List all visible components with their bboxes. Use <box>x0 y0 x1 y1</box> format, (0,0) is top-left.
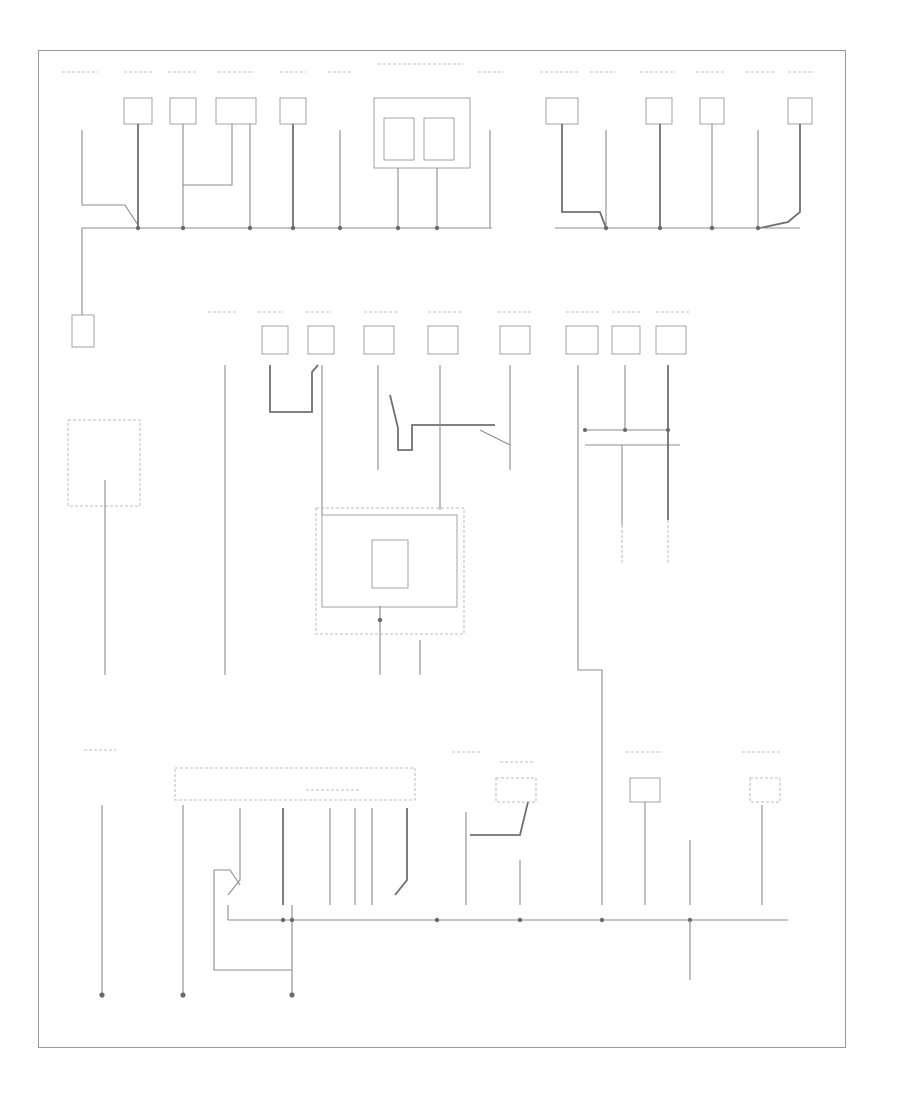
component-box <box>427 325 459 355</box>
diagram-frame <box>38 50 846 1048</box>
component-box <box>279 97 307 125</box>
component-box <box>749 777 781 803</box>
component-box <box>363 325 395 355</box>
component-box <box>495 777 537 803</box>
illegible-label-marks <box>62 63 814 791</box>
component-box <box>371 539 409 589</box>
component-box <box>565 325 599 355</box>
top-left-ground-section <box>71 97 492 348</box>
middle-section <box>67 325 687 905</box>
component-box <box>699 97 725 125</box>
component-box <box>71 314 95 348</box>
component-box <box>67 419 141 507</box>
component-box <box>169 97 197 125</box>
component-box <box>215 97 257 125</box>
bottom-section <box>99 767 788 998</box>
component-box <box>545 97 579 125</box>
component-box <box>123 97 153 125</box>
component-box <box>787 97 813 125</box>
component-box <box>315 507 465 635</box>
component-box <box>629 777 661 803</box>
component-box <box>383 117 415 161</box>
component-box <box>611 325 641 355</box>
component-box <box>423 117 455 161</box>
top-right-ground-section <box>545 97 813 231</box>
component-box <box>645 97 673 125</box>
component-box <box>499 325 531 355</box>
component-box <box>261 325 289 355</box>
component-box <box>655 325 687 355</box>
component-box <box>307 325 335 355</box>
component-box <box>174 767 416 801</box>
